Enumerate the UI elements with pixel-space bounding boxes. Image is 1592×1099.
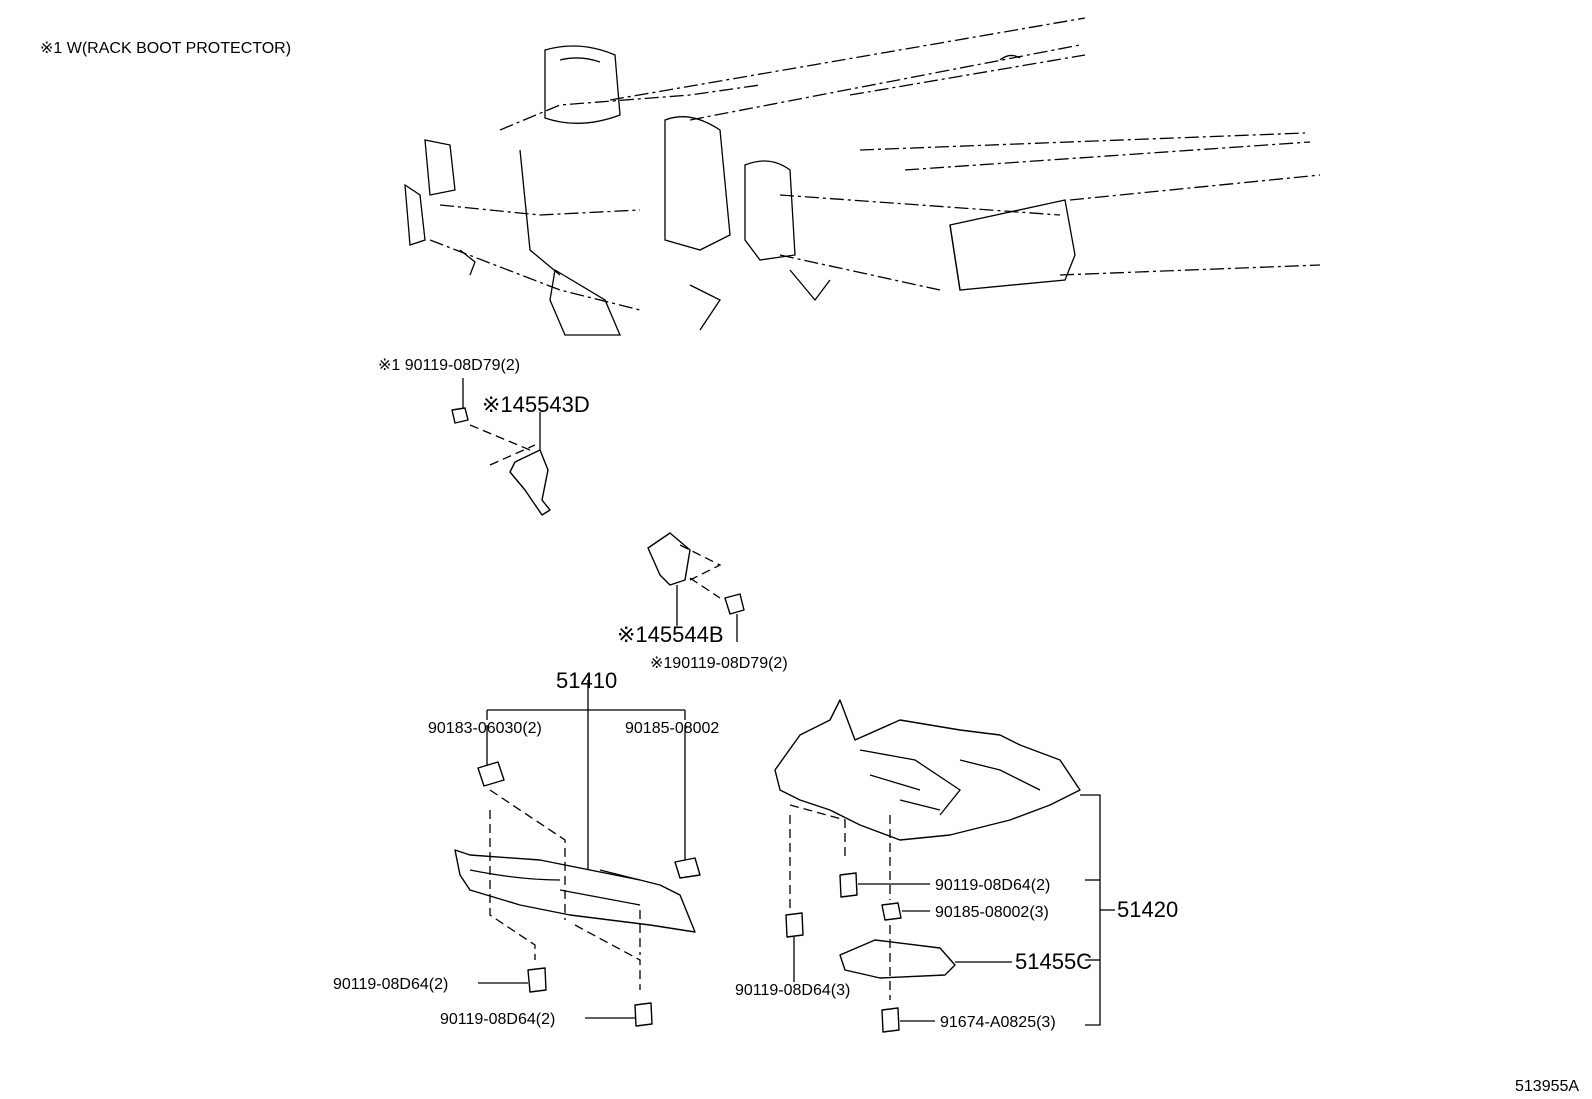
label-bolt-90119-08D64-left-b: 90119-08D64(2) [440,1011,555,1028]
label-bolt-90119-08D64-right-a: 90119-08D64(2) [935,877,1050,894]
bracket-45544B-drawing [647,532,745,642]
vehicle-frame-drawing [404,17,1321,336]
label-bracket-45544B: ※145544B [617,622,724,647]
label-bolt-90119-08D64-right-b: 90119-08D64(3) [735,982,850,999]
label-screw-91674-A0825: 91674-A0825(3) [940,1014,1056,1031]
label-bracket-45543D: ※145543D [482,392,590,417]
label-bolt-90119-08D79-lower: ※190119-08D79(2) [650,655,788,672]
bracket-45543D-drawing [451,378,551,516]
label-assembly-51410: 51410 [556,668,617,693]
label-bolt-90119-08D64-left-a: 90119-08D64(2) [333,976,448,993]
label-nut-90185-08002-left: 90185-08002 [625,720,719,737]
label-cover-51455C: 51455C [1015,949,1092,974]
label-bolt-90119-08D79-upper: ※1 90119-08D79(2) [378,357,520,374]
label-nut-90185-08002-right: 90185-08002(3) [935,904,1049,921]
assembly-51410-drawing [454,680,701,1027]
rack-boot-protector-note: ※1 W(RACK BOOT PROTECTOR) [40,40,291,57]
label-assembly-51420: 51420 [1117,897,1178,922]
assembly-51420-drawing [774,699,1115,1033]
label-clip-90183-06030: 90183-06030(2) [428,720,542,737]
figure-id: 513955A [1515,1078,1579,1095]
